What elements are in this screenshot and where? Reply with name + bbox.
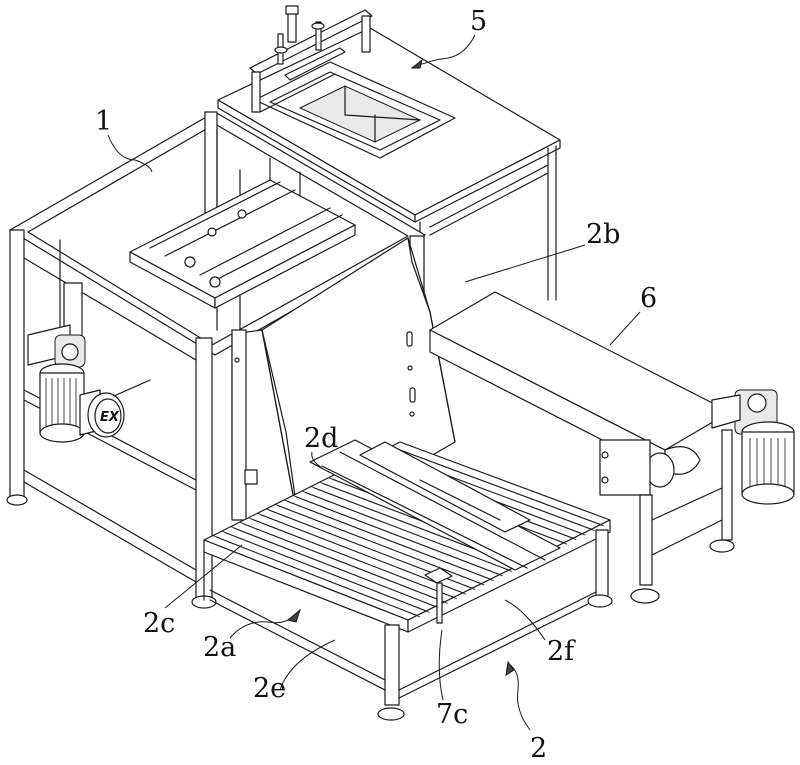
label-1: 1	[95, 106, 112, 137]
roller-edge	[304, 492, 513, 572]
leader-2c	[164, 544, 243, 609]
carriage	[129, 157, 356, 309]
roller-edge	[233, 527, 439, 609]
label-2e: 2e	[253, 673, 286, 704]
leader-lines	[107, 34, 641, 731]
label-2f: 2f	[547, 636, 576, 667]
label-2c: 2c	[143, 608, 175, 639]
roller-edge	[393, 447, 604, 527]
leader-7c	[438, 629, 444, 701]
label-2b: 2b	[586, 219, 620, 250]
leader-2	[509, 664, 531, 731]
left-motor: EX	[27, 282, 125, 443]
leader-2f	[504, 599, 546, 641]
label-5: 5	[470, 6, 487, 37]
leader-2e	[279, 639, 336, 691]
right-motor-fins	[749, 438, 786, 490]
roller-edge	[224, 532, 430, 613]
roller-edge	[242, 523, 448, 604]
label-2a: 2a	[203, 632, 236, 663]
leader-5	[411, 34, 476, 69]
ex-badge: EX	[100, 410, 120, 425]
label-6: 6	[640, 283, 657, 314]
motor-fins	[45, 378, 77, 430]
triangular-guide	[231, 329, 301, 541]
roller-edge	[295, 496, 503, 577]
label-7c: 7c	[436, 699, 468, 730]
leader-2b	[464, 244, 586, 283]
label-2d: 2d	[304, 423, 338, 454]
roller-edge	[287, 501, 494, 581]
hopper-assembly	[249, 5, 456, 159]
belt-conveyor	[429, 291, 795, 604]
roller-edge	[251, 518, 458, 600]
roller-conveyor	[203, 439, 613, 721]
reference-labels: 1 5 2b 6 2d 2c 2a 2e 7c 2f 2	[95, 6, 657, 764]
label-2: 2	[530, 733, 547, 764]
roller-edge	[215, 536, 421, 618]
leader-2d	[311, 451, 323, 469]
roller-edge	[260, 514, 467, 595]
roller-edge	[278, 505, 485, 586]
leader-6	[609, 311, 641, 346]
leader-1	[107, 134, 153, 173]
